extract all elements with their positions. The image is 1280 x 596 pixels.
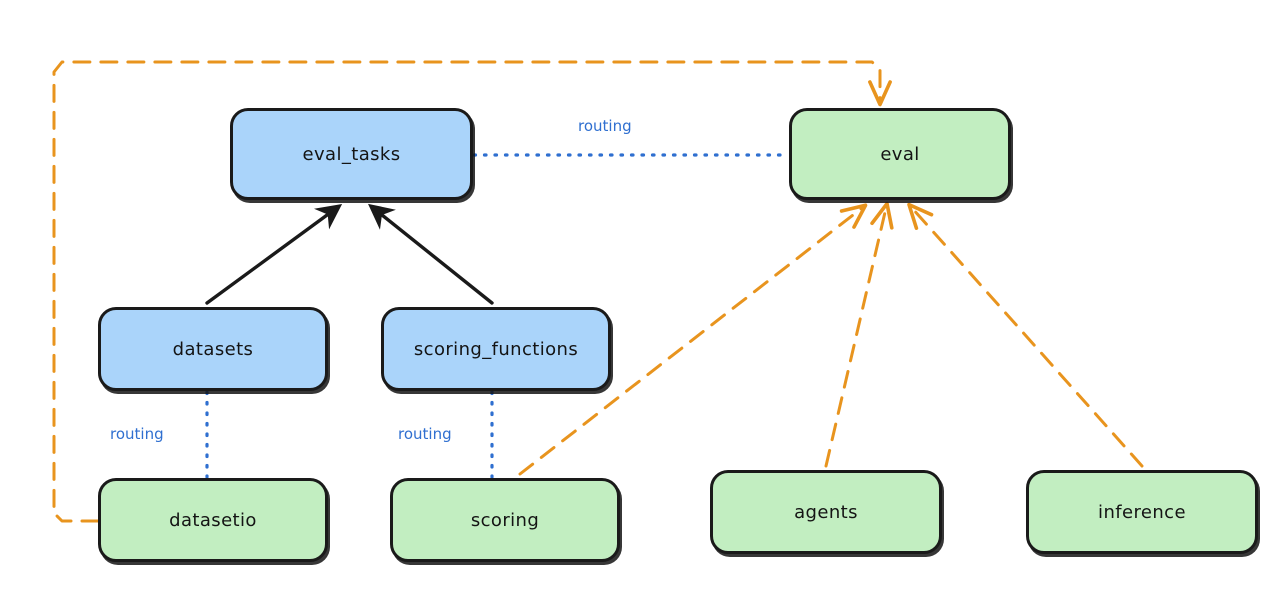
node-inference[interactable]: inference [1026,470,1258,554]
node-datasetio[interactable]: datasetio [98,478,328,562]
node-datasets[interactable]: datasets [98,307,328,391]
edge-inference-eval [907,202,1144,468]
node-scoring-functions-label: scoring_functions [413,338,579,360]
edge-label-scoring-functions-scoring: routing [398,425,452,443]
node-agents[interactable]: agents [710,470,942,554]
node-datasets-label: datasets [172,338,254,360]
node-eval[interactable]: eval [789,108,1011,200]
edge-datasetio-eval [52,60,892,523]
edge-agents-eval [824,201,894,468]
edge-label-datasets-datasetio: routing [110,425,164,443]
edge-scoring-eval [518,203,868,476]
node-datasetio-label: datasetio [169,509,257,531]
edge-scoring-functions-eval-tasks [368,203,494,305]
edge-datasets-eval-tasks [205,203,343,305]
node-scoring-label: scoring [470,509,540,531]
node-scoring-functions[interactable]: scoring_functions [381,307,611,391]
node-eval-label: eval [880,143,920,165]
node-eval-tasks-label: eval_tasks [302,143,401,165]
node-inference-label: inference [1098,501,1186,523]
node-scoring[interactable]: scoring [390,478,620,562]
edge-label-eval-tasks-eval: routing [578,117,632,135]
node-agents-label: agents [794,501,858,523]
node-eval-tasks[interactable]: eval_tasks [230,108,473,200]
